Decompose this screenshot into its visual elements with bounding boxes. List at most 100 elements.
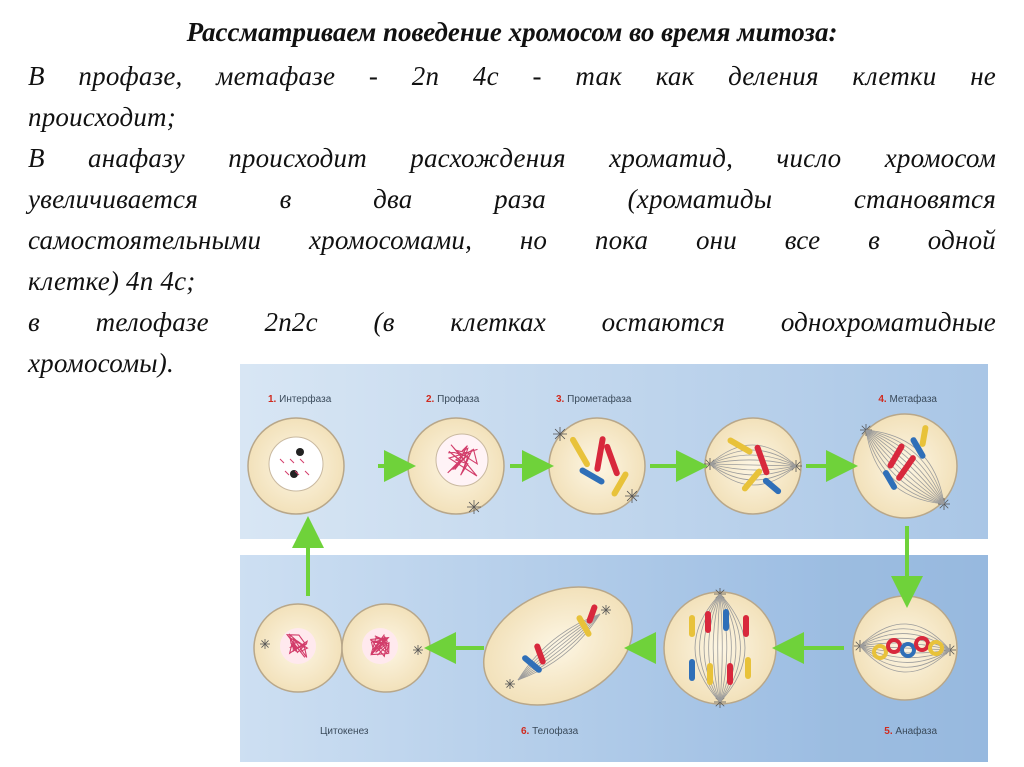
cell-metaphase [852, 413, 958, 519]
centriole-aster [468, 501, 475, 508]
centriole-aster [554, 433, 561, 440]
chromosome [887, 443, 905, 469]
centriole-aster [414, 649, 419, 654]
chromosome [914, 636, 930, 652]
centriole-aster [559, 428, 566, 435]
stage-name: Телофаза [532, 725, 579, 737]
centriole-aster [943, 499, 949, 505]
spindle-fiber [859, 645, 951, 663]
centriole-aster [506, 683, 511, 688]
centriole-aster [264, 640, 269, 645]
stage-label: 5. Анафаза [884, 725, 937, 737]
stage-label: 3. Прометафаза [556, 393, 632, 405]
chromatin [304, 470, 310, 476]
spindle-fiber [703, 593, 721, 703]
chromosome [570, 436, 590, 468]
centriole-aster [559, 433, 566, 440]
spindle-fiber [709, 463, 797, 486]
stage-label: 6. Телофаза [521, 725, 579, 737]
chromatin [288, 636, 309, 655]
centriole-aster [626, 495, 633, 502]
cell-cytokinesis-left [253, 603, 343, 693]
chromosome [741, 468, 763, 492]
stage-label: 2. Профаза [426, 393, 480, 405]
text-line: происходит; [28, 102, 176, 132]
centriole-aster [943, 503, 949, 509]
text-line: увеличивается в два раза (хроматиды стан… [28, 184, 996, 214]
stage-number: 2. [426, 394, 437, 405]
centriole-aster [473, 506, 480, 513]
centriole-aster [473, 501, 480, 508]
spindle-fiber [699, 593, 721, 703]
centriole-aster [264, 643, 269, 648]
chromosome [886, 638, 902, 654]
stage-name: Цитокенез [320, 726, 369, 737]
paragraph-anaphase: В анафазу происходит расхождения хромати… [28, 138, 996, 302]
centriole-aster [417, 646, 422, 651]
stage-name: Профаза [437, 393, 480, 405]
stage-name: Анафаза [895, 725, 937, 737]
spindle-fiber [712, 593, 721, 703]
nucleus [280, 628, 316, 664]
cell-cytokinesis-right [341, 603, 431, 693]
centriole-aster [605, 609, 610, 614]
chromosome [611, 471, 629, 497]
stage-number: 1. [268, 394, 279, 405]
text-line: клетке) 4n 4с; [28, 266, 196, 296]
centriole-aster [626, 490, 633, 497]
spindle-fiber [709, 463, 797, 467]
spindle-fiber [709, 449, 797, 467]
centriole-aster [949, 649, 955, 655]
chromosome [522, 655, 542, 673]
text-line: хромосомы). [28, 348, 174, 378]
spindle-fiber [517, 613, 601, 681]
chromosome [727, 437, 753, 455]
stage-number: 3. [556, 394, 567, 405]
spindle-fiber [859, 645, 951, 668]
centriole-aster [509, 683, 514, 688]
chromatin [279, 458, 285, 464]
chromatin [369, 634, 390, 658]
nucleolus [296, 448, 304, 456]
paragraph-telophase: в телофазе 2n2с (в клетках остаются одно… [28, 302, 996, 384]
spindle-fiber [708, 593, 721, 703]
spindle-fiber [717, 593, 721, 703]
paragraph-prophase-metaphase: В профазе, метафазе - 2n 4с - так как де… [28, 56, 996, 138]
centriole-aster [468, 506, 475, 513]
text-line: в телофазе 2n2с (в клетках остаются одно… [28, 307, 996, 337]
centriole-aster [855, 645, 861, 651]
nucleus [268, 436, 324, 492]
centriole-aster [861, 429, 867, 435]
chromosome [762, 477, 782, 495]
chromosome [896, 455, 916, 481]
centriole-aster [715, 701, 721, 707]
chromosome [586, 604, 598, 624]
chromosome [604, 443, 620, 477]
stage-name: Интерфаза [279, 393, 332, 405]
chromosome [754, 444, 770, 476]
stage-label: 4. Метафаза [878, 393, 937, 405]
centriole-aster [414, 646, 419, 651]
centriole-aster [602, 609, 607, 614]
spindle-fiber [865, 429, 945, 505]
spindle-fiber [719, 593, 728, 703]
centriole-aster [602, 606, 607, 611]
centriole-aster [261, 640, 266, 645]
spindle-fiber [709, 454, 797, 467]
chromatin [289, 458, 295, 464]
cell-membrane [663, 591, 777, 705]
chromosome [534, 643, 546, 665]
chromosome [910, 437, 926, 459]
slide-title: Рассматриваем поведение хромосом во врем… [186, 17, 838, 47]
centriole-aster [719, 701, 725, 707]
spindle-fiber [859, 623, 951, 651]
text-line: самостоятельными хромосомами, но пока он… [28, 225, 996, 255]
chromosome [576, 615, 592, 637]
mitosis-diagram: 1. Интерфаза 2. Профаза 3. Прометафаза 4. М… [240, 364, 988, 762]
centriole-aster [631, 490, 638, 497]
spindle-fiber [859, 645, 951, 673]
centriole-aster [605, 606, 610, 611]
centriole-aster [715, 589, 721, 595]
stage-number: 4. [878, 394, 889, 405]
centriole-aster [795, 465, 801, 471]
